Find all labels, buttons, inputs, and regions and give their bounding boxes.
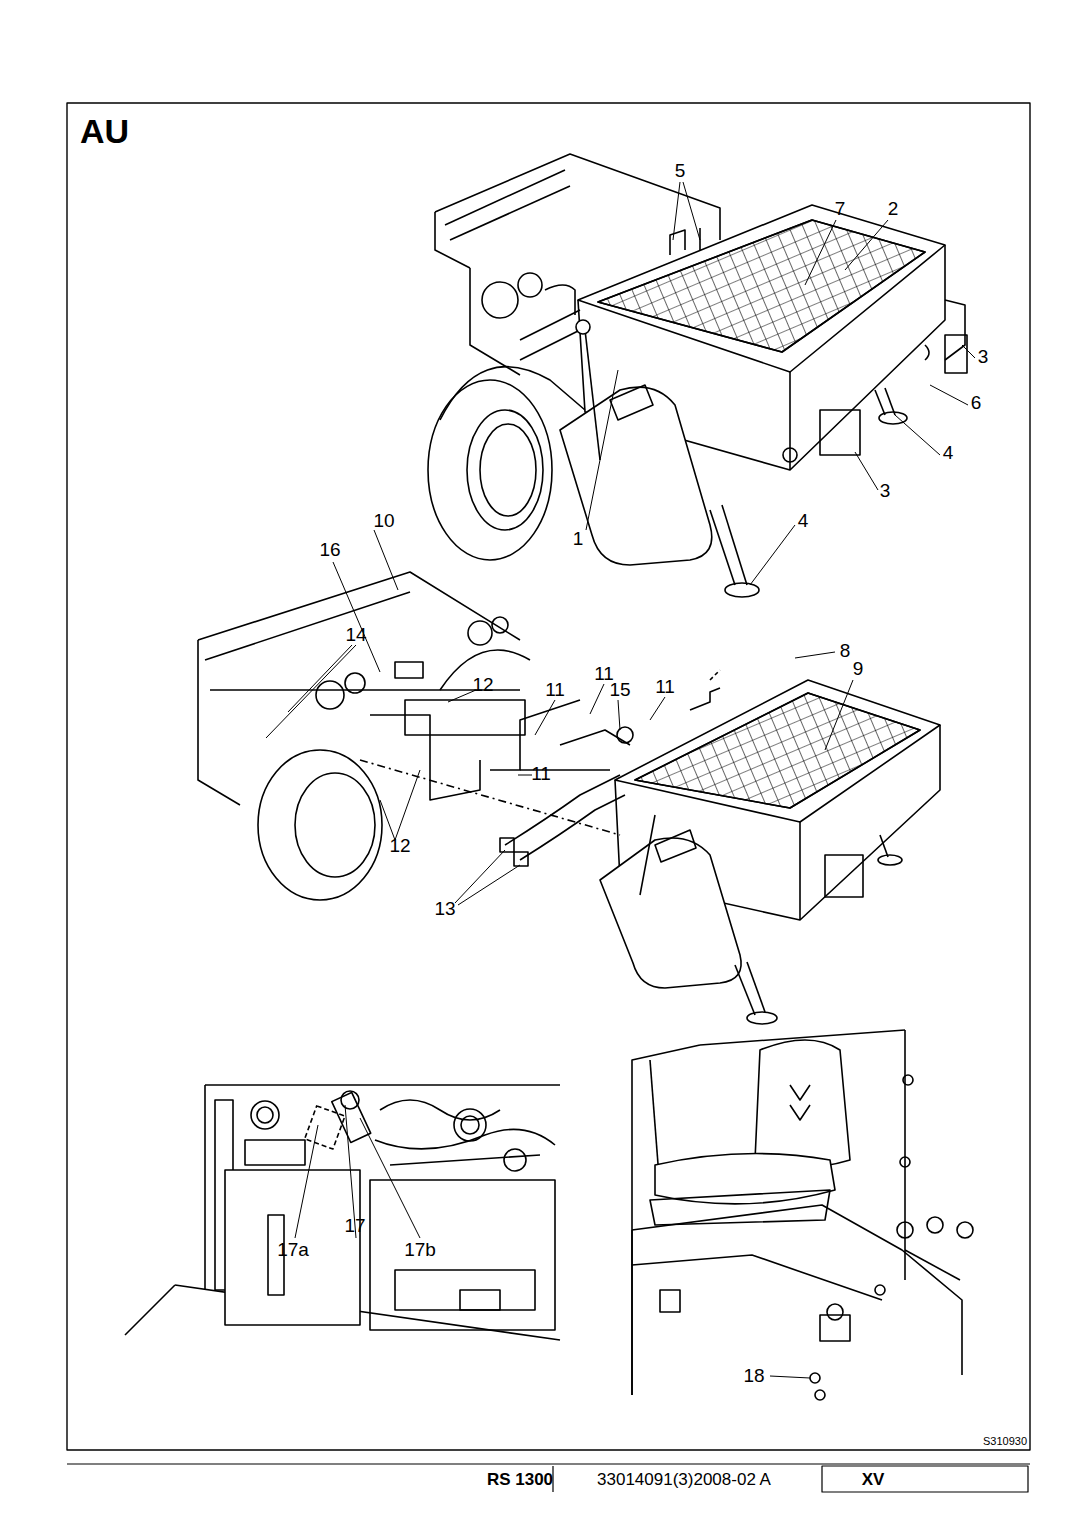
- callout-number: 18: [741, 1365, 766, 1386]
- callout-number: 17: [342, 1215, 367, 1236]
- callout-number: 17a: [275, 1239, 311, 1260]
- callout-number: 8: [838, 640, 853, 661]
- callout-number: 14: [343, 624, 368, 645]
- callout-number: 11: [653, 676, 677, 697]
- footer-table: [67, 1464, 1030, 1492]
- callout-number: 9: [851, 658, 866, 679]
- engine-compartment: [125, 1085, 560, 1340]
- callout-number: 11: [529, 763, 553, 784]
- footer-cell: 33014091(3)2008-02 A: [595, 1470, 773, 1489]
- callout-number: 17b: [402, 1239, 438, 1260]
- callout-number: 13: [432, 898, 457, 919]
- callout-number: 6: [969, 392, 984, 413]
- vehicle-bottom: [198, 572, 620, 900]
- callout-number: 12: [470, 674, 495, 695]
- callout-number: 12: [387, 835, 412, 856]
- callout-number: 1: [571, 528, 586, 549]
- callout-number: 3: [878, 480, 893, 501]
- callout-number: 2: [886, 198, 901, 219]
- cab-seat: [632, 1030, 973, 1400]
- callout-number: 15: [607, 679, 632, 700]
- callout-number: 11: [543, 679, 567, 700]
- footer-cell: XV: [860, 1470, 887, 1489]
- callout-number: 7: [833, 198, 848, 219]
- leader-lines: [266, 182, 975, 1378]
- footer-cell: RS 1300: [485, 1470, 555, 1489]
- hopper-bottom: [500, 670, 940, 1024]
- drawing-number: S310930: [981, 1435, 1029, 1448]
- page-frame: [67, 103, 1030, 1450]
- callout-number: 3: [976, 346, 991, 367]
- hopper-top: [560, 205, 967, 597]
- callout-number: 5: [673, 160, 688, 181]
- callout-number: 16: [317, 539, 342, 560]
- callout-number: 10: [371, 510, 396, 531]
- figure-title: AU: [80, 114, 129, 148]
- callout-number: 4: [796, 510, 811, 531]
- callout-number: 4: [941, 442, 956, 463]
